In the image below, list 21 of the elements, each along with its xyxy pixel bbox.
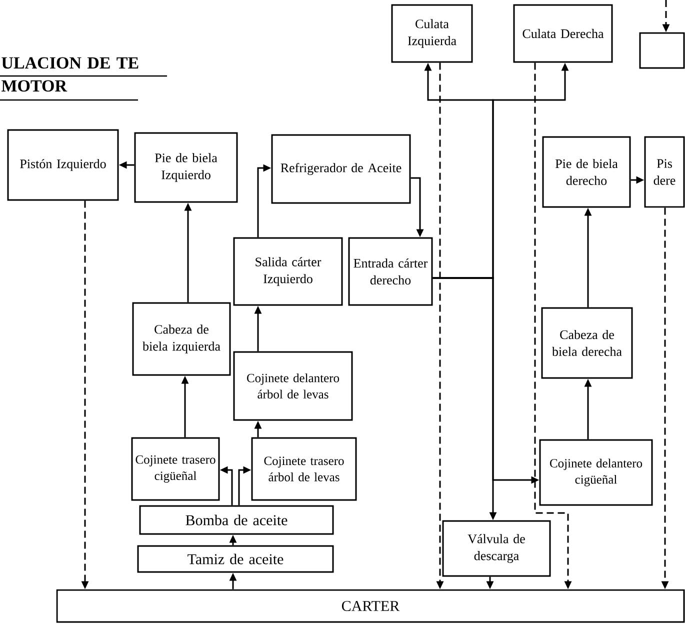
process-box: Cojinete trasero árbol de levas xyxy=(251,437,357,501)
process-box: Culata Izquierda xyxy=(391,4,473,63)
process-box: Cojinete delantero árbol de levas xyxy=(233,351,353,421)
process-box: Salida cárter Izquierdo xyxy=(233,237,343,306)
process-box: Pistón Izquierdo xyxy=(7,129,119,201)
process-box: Refrigerador de Aceite xyxy=(271,134,411,204)
process-box: Pis dere xyxy=(644,136,685,208)
process-box: Entrada cárter derecho xyxy=(348,237,433,306)
pump-box: Bomba de aceite xyxy=(139,505,334,535)
title: ULACION DE TE MOTOR xyxy=(0,57,167,101)
process-box: Culata Derecha xyxy=(513,4,613,63)
process-box: Pie de biela derecho xyxy=(542,136,631,208)
process-box: Cabeza de biela izquierda xyxy=(132,302,231,376)
process-box: Cojinete trasero cigüeñal xyxy=(131,437,220,501)
process-box: Cabeza de biela derecha xyxy=(541,307,633,379)
filter-box: Tamiz de aceite xyxy=(137,545,334,573)
process-box: Pie de biela Izquierdo xyxy=(134,132,238,203)
process-box: Válvula de descarga xyxy=(442,520,551,577)
empty-box xyxy=(639,32,685,69)
sump-box: CARTER xyxy=(56,589,685,623)
process-box: Cojinete delantero cigüeñal xyxy=(539,439,653,506)
